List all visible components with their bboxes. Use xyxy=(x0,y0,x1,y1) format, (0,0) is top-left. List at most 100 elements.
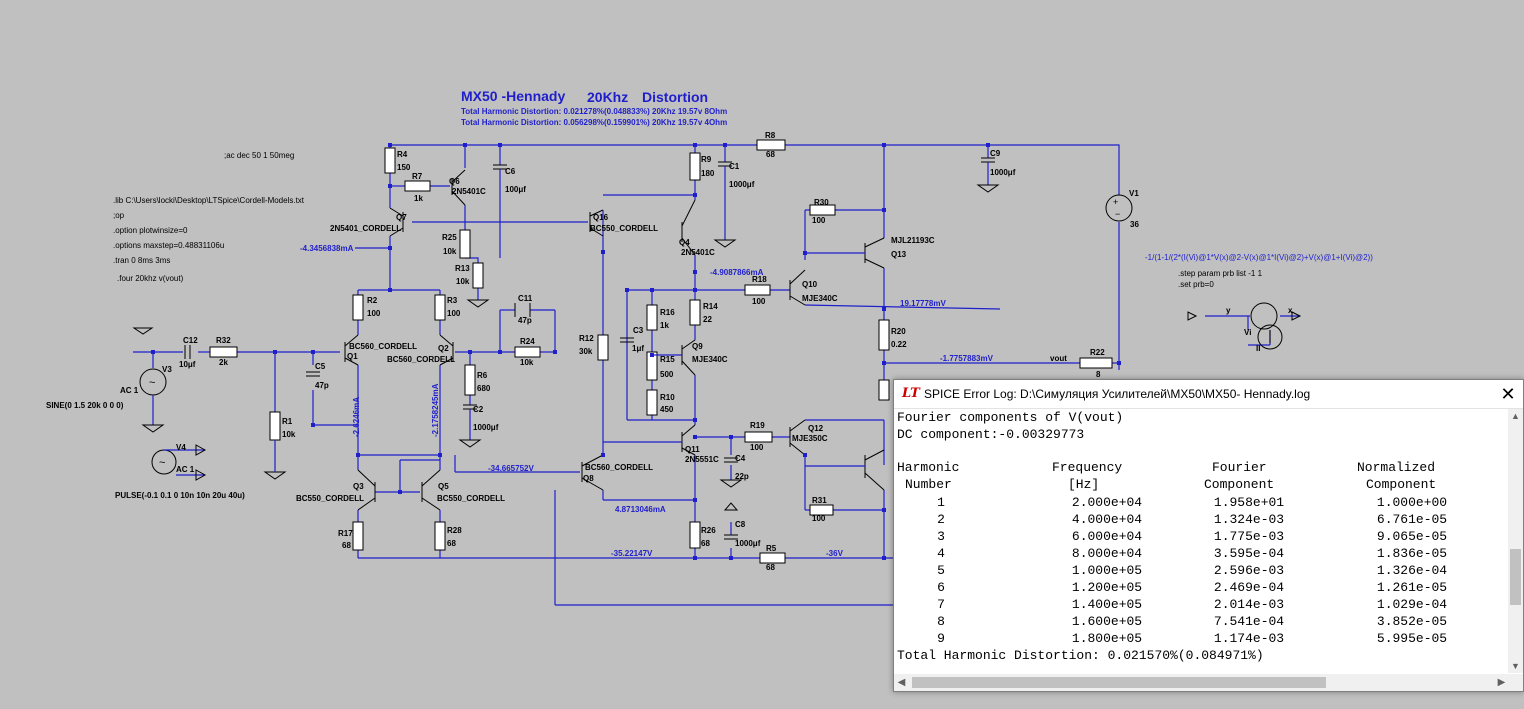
capacitor-c2[interactable] xyxy=(463,404,477,440)
horizontal-scrollbar[interactable]: ◀ ▶ xyxy=(894,674,1509,691)
transistor-q6[interactable] xyxy=(451,169,466,206)
directive-four[interactable]: .four 20khz v(vout) xyxy=(117,274,184,283)
voltage-source-v3[interactable]: ~ xyxy=(139,368,167,425)
transistor-q14[interactable] xyxy=(805,449,885,491)
resistor-r6[interactable] xyxy=(464,364,476,396)
svg-text:y: y xyxy=(1226,306,1231,315)
capacitor-c9[interactable] xyxy=(981,157,995,185)
resistor-r8[interactable] xyxy=(756,139,786,151)
transistor-q12[interactable] xyxy=(789,419,884,456)
directive-setprb[interactable]: .set prb=0 xyxy=(1178,280,1214,289)
normalized-component: 1.836e-05 xyxy=(1376,546,1448,561)
spice-error-log-window[interactable]: LT SPICE Error Log: D:\Симуляция Усилите… xyxy=(893,379,1524,692)
transistor-q5[interactable] xyxy=(421,469,441,511)
scroll-down-icon[interactable]: ▼ xyxy=(1511,661,1520,671)
transistor-q9[interactable] xyxy=(652,339,696,376)
resistor-r19[interactable] xyxy=(744,431,773,443)
vertical-scroll-thumb[interactable] xyxy=(1510,549,1521,605)
scroll-left-icon[interactable]: ◀ xyxy=(897,677,906,688)
current-source-vi[interactable] xyxy=(1250,302,1283,350)
svg-text:Q10: Q10 xyxy=(802,280,818,289)
normalized-component: 9.065e-05 xyxy=(1376,529,1448,544)
resistor-r5[interactable] xyxy=(759,552,786,564)
resistor-r25[interactable] xyxy=(459,229,471,259)
transistor-q8[interactable] xyxy=(581,454,604,491)
resistor-r7[interactable] xyxy=(404,180,431,192)
resistor-r1[interactable] xyxy=(269,411,281,441)
log-titlebar[interactable]: LT SPICE Error Log: D:\Симуляция Усилите… xyxy=(894,380,1523,409)
column-headers-row-2: Number [Hz] Component Component xyxy=(897,477,1509,494)
voltage-source-v1[interactable]: +− xyxy=(1105,194,1133,222)
svg-text:100: 100 xyxy=(367,309,381,318)
resistor-r9[interactable] xyxy=(689,152,701,181)
svg-text:C5: C5 xyxy=(315,362,326,371)
directive-maxstep[interactable]: .options maxstep=0.48831106u xyxy=(113,241,224,250)
transistor-q13[interactable] xyxy=(805,237,885,269)
directive-formula[interactable]: -1/(1-1/(2*(I(Vi)@1*V(x)@2-V(x)@1*I(Vi)@… xyxy=(1145,253,1373,262)
resistor-r15[interactable] xyxy=(646,351,658,381)
resistor-r28[interactable] xyxy=(434,521,446,551)
transistor-q11[interactable] xyxy=(603,424,696,456)
directive-lib[interactable]: .lib C:\Users\locki\Desktop\LTSpice\Cord… xyxy=(113,196,305,205)
directive-op[interactable]: ;op xyxy=(113,211,125,220)
fourier-component: 2.596e-03 xyxy=(1213,563,1285,578)
svg-text:BC550_CORDELL: BC550_CORDELL xyxy=(590,224,658,233)
capacitor-c4[interactable] xyxy=(724,457,738,463)
directive-plotwinsize[interactable]: .option plotwinsize=0 xyxy=(113,226,188,235)
resistor-r3[interactable] xyxy=(434,294,446,321)
resistor-r12[interactable] xyxy=(597,334,609,361)
resistor-r20[interactable] xyxy=(878,319,890,351)
svg-text:68: 68 xyxy=(342,541,351,550)
capacitor-c12[interactable] xyxy=(184,345,191,359)
capacitor-c3[interactable] xyxy=(620,337,634,343)
col-header-number: Number xyxy=(905,477,952,492)
horizontal-scroll-thumb[interactable] xyxy=(912,677,1326,688)
resistor-r32[interactable] xyxy=(209,346,238,358)
resistor-r31[interactable] xyxy=(809,504,834,516)
svg-text:100: 100 xyxy=(447,309,461,318)
resistor-r30[interactable] xyxy=(809,204,836,216)
scroll-right-icon[interactable]: ▶ xyxy=(1497,677,1506,688)
capacitor-c6[interactable] xyxy=(493,164,507,190)
vertical-scrollbar[interactable]: ▲ ▼ xyxy=(1508,409,1523,673)
resistor-r13[interactable] xyxy=(472,262,484,289)
transistor-q4[interactable] xyxy=(681,199,696,256)
resistor-r24[interactable] xyxy=(514,346,541,358)
transistor-q2[interactable] xyxy=(439,334,454,366)
svg-text:R5: R5 xyxy=(766,544,777,553)
capacitor-c11[interactable] xyxy=(514,303,531,317)
resistor-r14[interactable] xyxy=(689,299,701,326)
voltage-source-v4[interactable]: ~ xyxy=(151,449,205,476)
transistor-q7[interactable] xyxy=(389,207,404,237)
resistor-r22[interactable] xyxy=(1079,357,1113,369)
directive-tran[interactable]: .tran 0 8ms 3ms xyxy=(113,256,170,265)
capacitor-c1[interactable] xyxy=(718,161,732,190)
resistor-partial[interactable] xyxy=(878,379,890,401)
svg-text:C9: C9 xyxy=(990,149,1001,158)
close-button[interactable]: ✕ xyxy=(1500,384,1516,404)
resistor-r16[interactable] xyxy=(646,304,658,331)
transistor-q1[interactable] xyxy=(344,334,359,366)
transistor-q16[interactable] xyxy=(589,209,604,237)
resistor-r18[interactable] xyxy=(744,284,771,296)
transistor-q3[interactable] xyxy=(357,469,376,511)
transistor-q10[interactable] xyxy=(789,269,806,306)
capacitor-c5[interactable] xyxy=(306,371,320,377)
directive-ac[interactable]: ;ac dec 50 1 50meg xyxy=(224,151,294,160)
resistor-r17[interactable] xyxy=(352,521,364,551)
directive-step[interactable]: .step param prb list -1 1 xyxy=(1178,269,1263,278)
resistor-r2[interactable] xyxy=(352,294,364,321)
svg-text:2N5401C: 2N5401C xyxy=(452,187,486,196)
svg-text:II: II xyxy=(1256,344,1260,353)
resistor-r4[interactable] xyxy=(384,147,396,174)
capacitor-c8[interactable] xyxy=(724,534,738,540)
scroll-up-icon[interactable]: ▲ xyxy=(1511,411,1520,421)
resistor-r10[interactable] xyxy=(646,389,658,416)
resistor-r26[interactable] xyxy=(689,521,701,549)
svg-text:1000μf: 1000μf xyxy=(990,168,1016,177)
log-text-area[interactable]: Fourier components of V(vout) DC compone… xyxy=(894,409,1509,673)
